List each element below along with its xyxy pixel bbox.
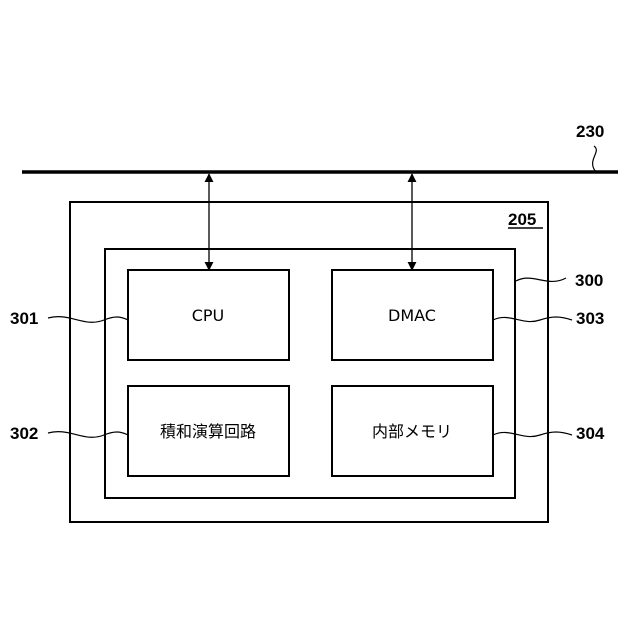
cpu-ref-label: 301 — [10, 309, 38, 328]
cpu-leader-line — [48, 317, 128, 323]
inner-box-ref-label: 300 — [575, 271, 603, 290]
bus-leader-line — [593, 146, 597, 172]
memory-label: 内部メモリ — [372, 422, 452, 441]
mac-leader-line — [48, 432, 128, 438]
dmac-block: DMAC — [332, 270, 493, 360]
mac-label: 積和演算回路 — [160, 422, 256, 441]
mac-block: 積和演算回路 — [128, 386, 289, 476]
memory-leader-line — [493, 432, 572, 437]
dmac-ref-label: 303 — [576, 309, 604, 328]
cpu-label: CPU — [192, 306, 225, 325]
outer-box-ref-label: 205 — [508, 210, 536, 229]
bus-ref-label: 230 — [576, 122, 604, 141]
memory-ref-label: 304 — [576, 424, 605, 443]
dmac-leader-line — [493, 317, 572, 322]
cpu-block: CPU — [128, 270, 289, 360]
inner-box-leader-line — [516, 278, 566, 281]
memory-block: 内部メモリ — [332, 386, 493, 476]
mac-ref-label: 302 — [10, 424, 38, 443]
inner-box-300 — [105, 249, 515, 498]
dmac-label: DMAC — [388, 306, 436, 325]
